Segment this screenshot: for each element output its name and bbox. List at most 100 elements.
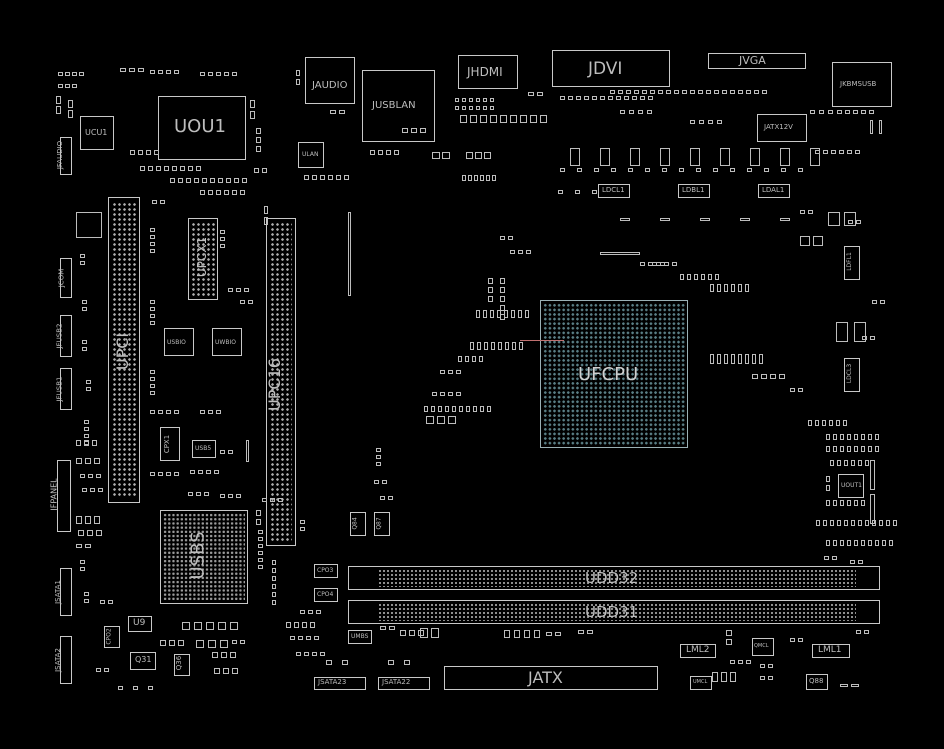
smd-pad [262, 168, 267, 173]
smd-pad [150, 321, 155, 325]
lml2-part [680, 644, 716, 658]
smd-pad [505, 342, 509, 350]
pci-slot-pins [112, 202, 136, 498]
smd-pad [752, 354, 756, 364]
ldcl1-label: LDCL1 [602, 186, 625, 194]
usbio-label: USBIO [167, 339, 186, 346]
pcie-x1-pins [191, 222, 215, 296]
smd-pad [152, 200, 157, 204]
smd-pad [844, 212, 856, 226]
ldal1-part [758, 184, 790, 198]
jfusb2-header [60, 315, 72, 357]
smd-pad [833, 500, 837, 506]
smd-pad [490, 98, 494, 102]
smd-pad [214, 470, 219, 474]
smd-pad [402, 128, 408, 133]
smd-pad [491, 342, 495, 350]
smd-pad [440, 392, 445, 396]
smd-pad [483, 98, 487, 102]
smd-pad [200, 190, 205, 195]
smd-pad [96, 530, 102, 536]
uwbio-label: UWBIO [215, 339, 236, 346]
smd-pad [768, 676, 773, 680]
smd-pad [306, 636, 311, 640]
smd-pad [816, 520, 820, 526]
smd-pad [731, 354, 735, 364]
ldcl3-part [844, 358, 860, 392]
smd-pad [889, 540, 893, 546]
smd-pad [847, 500, 851, 506]
smd-pad [258, 530, 263, 534]
smd-pad [248, 300, 253, 304]
smd-pad [80, 261, 85, 265]
cpu-pin-grid [543, 303, 685, 445]
smd-pad [294, 622, 299, 628]
smd-pad [380, 496, 385, 500]
smd-pad [462, 175, 466, 181]
smd-pad [870, 336, 875, 340]
u9-chip [128, 616, 152, 632]
smd-pad [837, 110, 842, 114]
smd-pad [459, 406, 463, 412]
jcom-label: JCOM [57, 268, 66, 288]
smd-pad [87, 530, 93, 536]
smd-pad [208, 190, 213, 195]
smd-pad [717, 354, 721, 364]
smd-pad [500, 236, 505, 240]
smd-pad [721, 672, 727, 682]
smd-pad [58, 84, 63, 88]
ldbl1-part [678, 184, 710, 198]
smd-pad [696, 168, 701, 172]
smd-pad [497, 310, 501, 318]
lml1-label: LML1 [818, 645, 842, 655]
jfusb2-label: JFUSB2 [55, 323, 64, 349]
smd-pad [344, 175, 349, 180]
smd-pad [730, 660, 735, 664]
smd-pad [578, 630, 584, 634]
smd-pad [882, 540, 886, 546]
smd-pad [242, 178, 247, 183]
ulan-label: ULAN [302, 151, 319, 158]
smd-pad [650, 90, 655, 94]
smd-pad [738, 660, 743, 664]
umbs-label: UMBS [351, 633, 369, 640]
smd-pad [759, 354, 763, 364]
smd-pad [246, 440, 249, 462]
smd-pad [724, 284, 728, 292]
smd-pad [216, 190, 221, 195]
smd-pad [376, 448, 381, 452]
smd-pad [404, 660, 410, 665]
q31-part [130, 652, 156, 670]
smd-pad [861, 540, 865, 546]
atx-power-label: JATX [528, 668, 563, 687]
cpu-socket [540, 300, 688, 448]
lml1-part [812, 644, 850, 658]
smd-pad [477, 342, 481, 350]
smd-pad [519, 342, 523, 350]
smd-pad [560, 168, 565, 172]
smd-pad [500, 305, 505, 311]
smd-pad [150, 314, 155, 318]
chipset-label: USBS [187, 531, 209, 580]
smd-pad [129, 68, 135, 72]
qmcl-label: QMCL [754, 643, 769, 649]
smd-pad [594, 168, 599, 172]
smd-pad [82, 300, 87, 304]
smd-pad [879, 120, 882, 134]
smd-pad [330, 110, 336, 114]
smd-pad [194, 622, 202, 630]
smd-pad [738, 90, 743, 94]
uwbio-chip [212, 328, 242, 356]
smd-pad [764, 168, 769, 172]
jsata23-connector [314, 677, 366, 690]
smd-pad [82, 340, 87, 344]
smd-pad [224, 72, 229, 76]
smd-pad [731, 284, 735, 292]
smd-pad [534, 630, 540, 638]
smd-pad [236, 494, 241, 498]
smd-pad [511, 310, 515, 318]
smd-pad [220, 450, 225, 454]
smd-pad [232, 640, 237, 644]
smd-pad [722, 90, 727, 94]
jsata22-connector [378, 677, 430, 690]
